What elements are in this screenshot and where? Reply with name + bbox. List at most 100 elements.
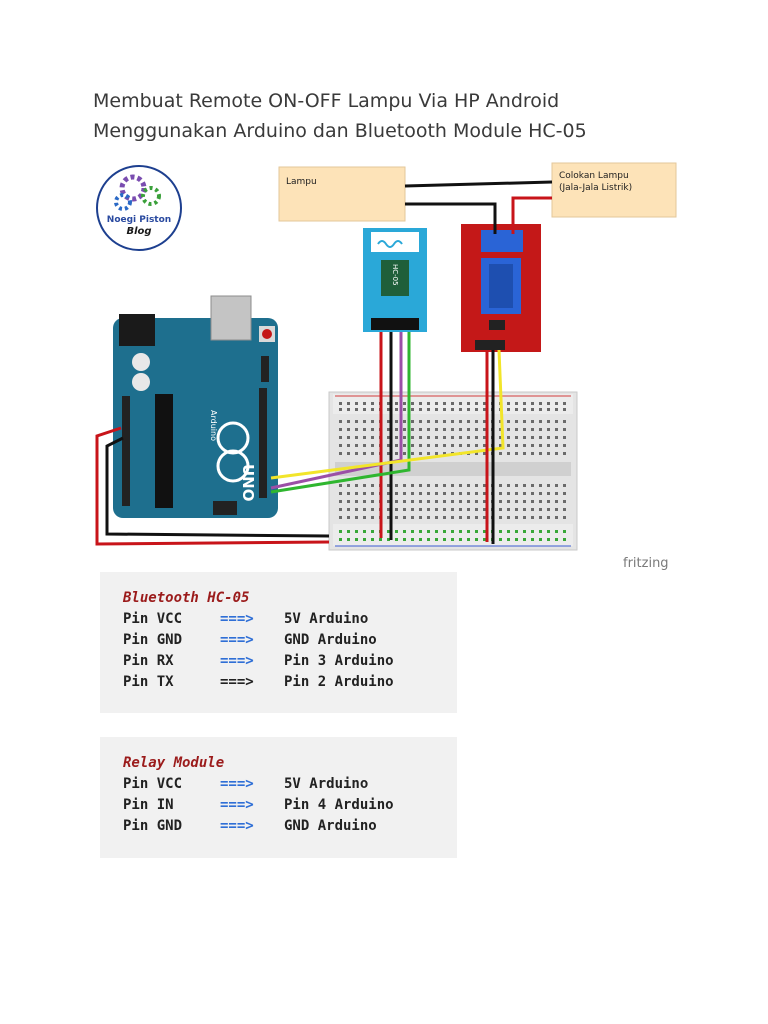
breadboard-hole [507,500,510,503]
bt-target: GND Arduino [284,632,377,648]
breadboard-hole [339,452,342,455]
breadboard-hole [555,436,558,439]
breadboard-hole [403,538,406,541]
breadboard-hole [547,452,550,455]
breadboard-hole [403,408,406,411]
breadboard-hole [435,420,438,423]
breadboard-hole [507,516,510,519]
bt-module-label: HC-05 [391,264,399,286]
breadboard-hole [451,538,454,541]
breadboard-hole [459,492,462,495]
relay-pin: Pin IN [123,797,174,813]
breadboard-hole [403,444,406,447]
breadboard-hole [483,402,486,405]
bt-pin: Pin VCC [123,611,183,627]
bt-target: Pin 3 Arduino [284,653,394,669]
wire-socket-to-relay [511,196,552,234]
breadboard-hole [523,420,526,423]
breadboard-hole [371,408,374,411]
breadboard-hole [459,516,462,519]
breadboard-hole [531,508,534,511]
breadboard-hole [539,420,542,423]
breadboard-hole [427,402,430,405]
breadboard-hole [459,538,462,541]
breadboard-hole [547,530,550,533]
breadboard-hole [403,500,406,503]
breadboard-hole [515,500,518,503]
breadboard-hole [499,508,502,511]
breadboard-hole [435,408,438,411]
relay-pin: Pin GND [123,818,183,834]
breadboard-hole [523,484,526,487]
bluetooth-row: Pin GND ===> GND Arduino [123,630,457,651]
breadboard-hole [395,420,398,423]
breadboard-hole [483,538,486,541]
breadboard-hole [419,538,422,541]
breadboard-hole [539,452,542,455]
breadboard-hole [435,436,438,439]
breadboard-hole [547,402,550,405]
breadboard-hole [427,530,430,533]
breadboard-hole [467,530,470,533]
breadboard-hole [443,500,446,503]
wire-bt-tx [270,332,411,494]
breadboard-hole [387,402,390,405]
breadboard-hole [371,436,374,439]
board-label: UNO [239,464,257,502]
breadboard-hole [339,538,342,541]
breadboard-hole [443,484,446,487]
breadboard-hole [387,500,390,503]
breadboard-hole [395,492,398,495]
breadboard-hole [427,428,430,431]
breadboard-hole [515,402,518,405]
breadboard-hole [467,484,470,487]
breadboard-hole [371,452,374,455]
breadboard-hole [403,420,406,423]
breadboard-hole [475,538,478,541]
breadboard-hole [427,452,430,455]
breadboard-hole [347,484,350,487]
breadboard-hole [451,530,454,533]
breadboard-hole [467,444,470,447]
breadboard-hole [467,408,470,411]
breadboard-hole [355,538,358,541]
breadboard-hole [363,500,366,503]
wire-arduino-gnd [105,436,330,538]
breadboard-hole [411,428,414,431]
breadboard-hole [483,530,486,533]
breadboard-hole [395,436,398,439]
breadboard-hole [475,508,478,511]
breadboard-hole [355,530,358,533]
breadboard-hole [539,444,542,447]
breadboard-hole [539,402,542,405]
bt-pin: Pin TX [123,674,174,690]
breadboard-hole [547,516,550,519]
breadboard-hole [507,428,510,431]
breadboard-hole [523,508,526,511]
breadboard-hole [507,484,510,487]
breadboard-hole [347,402,350,405]
bluetooth-row: Pin TX ===> Pin 2 Arduino [123,672,457,693]
breadboard-hole [435,508,438,511]
breadboard-hole [531,402,534,405]
breadboard-hole [515,516,518,519]
board-sublabel: Arduino [209,410,218,441]
breadboard-hole [347,452,350,455]
breadboard-hole [411,500,414,503]
breadboard-hole [547,444,550,447]
breadboard-hole [459,508,462,511]
breadboard-hole [563,408,566,411]
breadboard-hole [363,408,366,411]
breadboard-hole [395,500,398,503]
breadboard-hole [459,444,462,447]
breadboard-hole [483,444,486,447]
breadboard-hole [507,436,510,439]
breadboard-hole [507,420,510,423]
breadboard-hole [363,538,366,541]
breadboard-hole [363,492,366,495]
breadboard-hole [371,492,374,495]
breadboard-hole [371,516,374,519]
breadboard-hole [395,408,398,411]
breadboard-hole [443,516,446,519]
breadboard-hole [531,408,534,411]
